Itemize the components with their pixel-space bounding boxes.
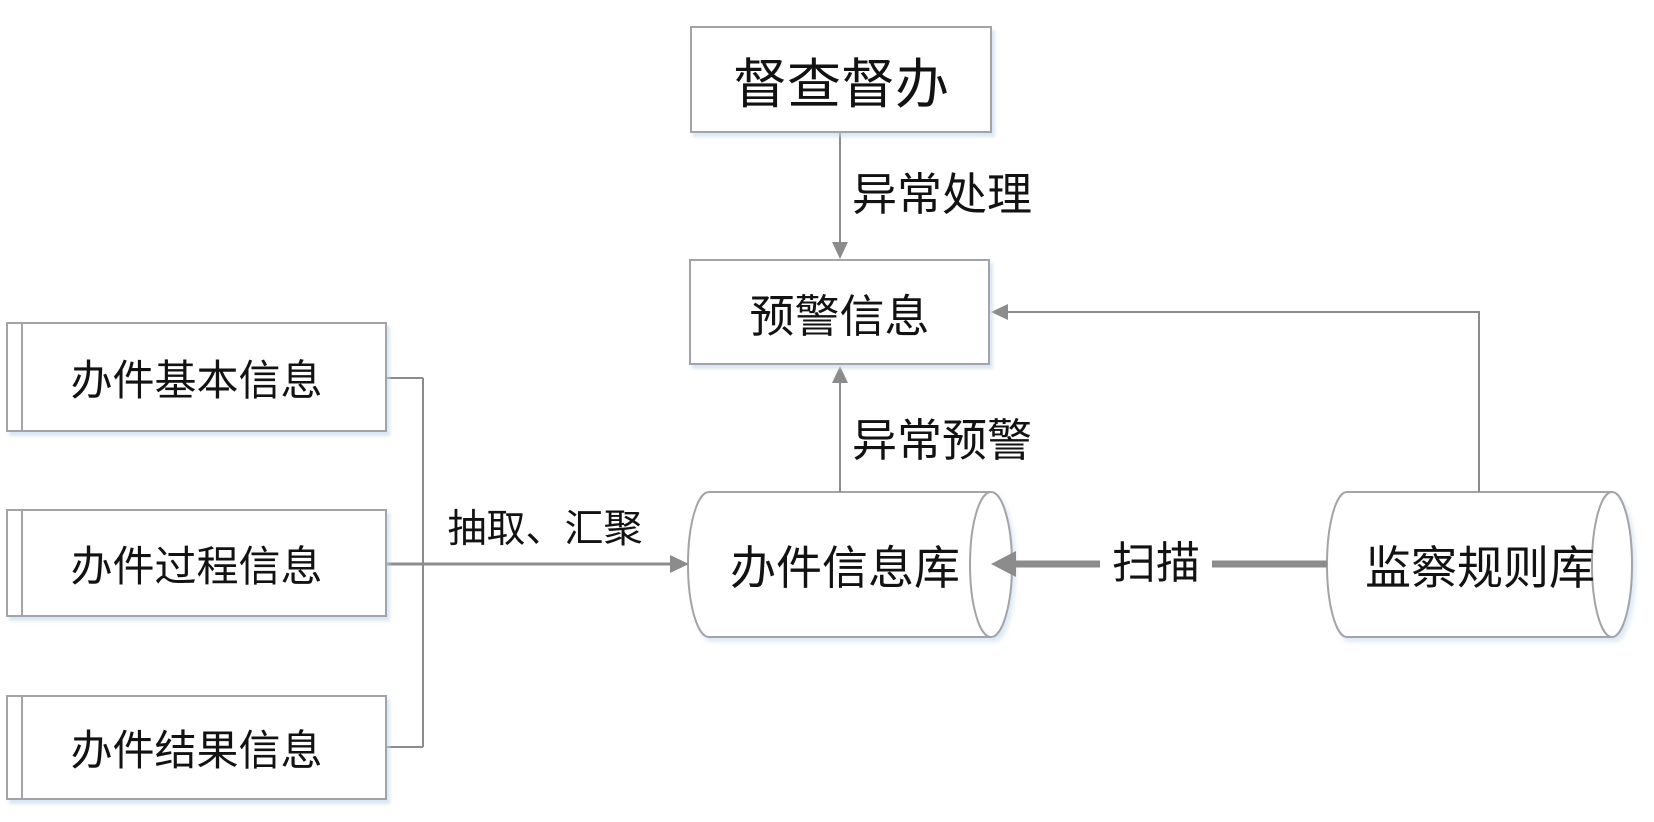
- case-info-db-cylinder-rim: [969, 491, 992, 638]
- node-supervision: 督查督办: [690, 26, 992, 133]
- left-box-inner-line: [21, 697, 23, 798]
- arrowhead-up: [832, 366, 848, 383]
- node-supervision-label: 督查督办: [733, 55, 949, 115]
- cylinder-shapes: [687, 491, 1633, 638]
- node-warning-info: 预警信息: [689, 259, 990, 365]
- edge-label-scan: 扫描: [1100, 535, 1212, 593]
- inspection-rule-db-cylinder-rim: [1591, 491, 1613, 638]
- arrowhead-left-scan: [991, 551, 1016, 577]
- node-warning-info-label: 预警信息: [749, 290, 930, 342]
- left-box-inner-line: [21, 511, 23, 615]
- arrowhead-right-extract: [670, 555, 689, 573]
- left-box-inner-line: [21, 324, 23, 430]
- node-inspection-rule-db-label: 监察规则库: [1365, 541, 1595, 594]
- node-case-basic-info: 办件基本信息: [6, 322, 387, 432]
- edge-label-extract-aggregate: 抽取、汇聚: [447, 508, 643, 551]
- arrowhead-left-feedback: [991, 304, 1008, 320]
- edge-label-exception-warning: 异常预警: [852, 415, 1033, 466]
- node-case-result-info: 办件结果信息: [6, 695, 387, 800]
- arrowhead-down: [832, 242, 848, 259]
- edge-label-exception-handling: 异常处理: [852, 169, 1033, 220]
- node-case-basic-info-label: 办件基本信息: [70, 356, 323, 404]
- node-case-process-info-label: 办件过程信息: [70, 542, 323, 590]
- node-case-result-info-label: 办件结果信息: [70, 727, 323, 774]
- node-case-process-info: 办件过程信息: [6, 509, 387, 617]
- edge-rule-feedback-line: [997, 311, 1480, 492]
- node-case-info-db-label: 办件信息库: [730, 541, 960, 594]
